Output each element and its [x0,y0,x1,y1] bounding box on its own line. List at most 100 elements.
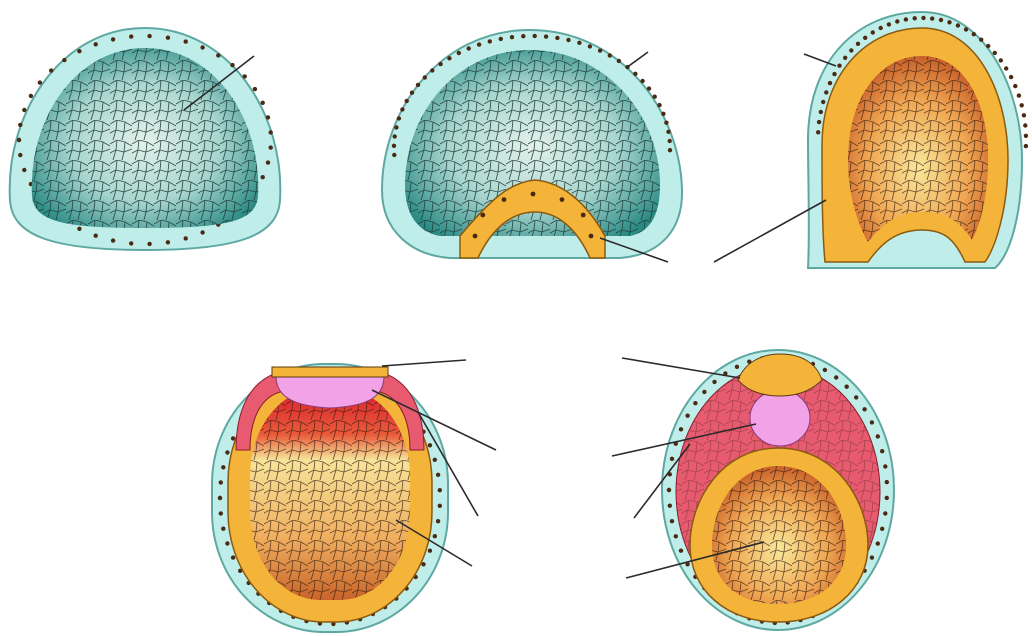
cell-nucleus [845,385,849,389]
cell-nucleus [824,90,828,94]
cell-nucleus [843,56,847,60]
cell-nucleus [956,23,960,27]
cell-nucleus [679,427,683,431]
cell-nucleus [38,80,42,84]
cell-nucleus [129,34,133,38]
cell-nucleus [62,58,66,62]
cell-nucleus [979,38,983,42]
cell-nucleus [129,241,133,245]
cell-nucleus [510,35,514,39]
cell-nucleus [679,549,683,553]
cell-nucleus [657,103,661,107]
cell-nucleus [77,227,81,231]
cell-nucleus [560,197,565,202]
cell-nucleus [1023,123,1027,127]
cell-nucleus [1004,66,1008,70]
cell-nucleus [77,49,81,53]
stage-neurula-section [612,350,894,630]
cell-nucleus [22,108,26,112]
cell-nucleus [921,16,925,20]
cell-nucleus [111,37,115,41]
cell-nucleus [972,32,976,36]
cell-nucleus [221,527,225,531]
cell-nucleus [438,62,442,66]
cell-nucleus [1024,144,1028,148]
cell-nucleus [266,115,270,119]
cell-nucleus [430,68,434,72]
stage-gastrula [714,12,1028,268]
cell-nucleus [823,368,827,372]
cell-nucleus [488,39,492,43]
cell-nucleus [939,18,943,22]
cell-nucleus [999,58,1003,62]
cell-nucleus [880,449,884,453]
cell-nucleus [433,458,437,462]
cell-nucleus [674,534,678,538]
cell-nucleus [817,120,821,124]
cell-nucleus [668,504,672,508]
cell-nucleus [447,56,451,60]
cell-nucleus [608,53,612,57]
cell-nucleus [633,72,637,76]
cell-nucleus [477,42,481,46]
leader-line [382,360,466,366]
cell-nucleus [856,42,860,46]
cell-nucleus [834,375,838,379]
cell-nucleus [819,110,823,114]
cell-nucleus [184,236,188,240]
cell-nucleus [883,511,887,515]
cell-nucleus [94,234,98,238]
cell-nucleus [184,39,188,43]
cell-nucleus [617,59,621,63]
cell-nucleus [499,37,503,41]
cell-nucleus [94,42,98,46]
cell-nucleus [870,420,874,424]
cell-nucleus [225,450,229,454]
cell-nucleus [887,22,891,26]
cell-nucleus [436,519,440,523]
cell-nucleus [1009,75,1013,79]
cell-nucleus [393,134,397,138]
cell-nucleus [261,101,265,105]
cell-nucleus [200,45,204,49]
leader-line [626,52,648,68]
stage-blastula [10,28,281,250]
cell-nucleus [147,242,151,246]
cell-nucleus [986,44,990,48]
cell-nucleus [261,175,265,179]
cell-nucleus [243,74,247,78]
cell-nucleus [18,123,22,127]
cell-nucleus [480,213,485,218]
cell-nucleus [947,20,951,24]
cell-nucleus [876,541,880,545]
cell-nucleus [423,75,427,79]
cell-nucleus [428,443,432,447]
cell-nucleus [1024,134,1028,138]
cell-nucleus [1020,103,1024,107]
cell-nucleus [1013,84,1017,88]
cell-nucleus [577,41,581,45]
cell-nucleus [555,36,559,40]
cell-nucleus [29,94,33,98]
cell-nucleus [735,365,739,369]
cell-nucleus [22,168,26,172]
cell-nucleus [269,145,273,149]
cell-nucleus [964,27,968,31]
cell-nucleus [854,395,858,399]
cell-nucleus [821,100,825,104]
cell-nucleus [880,527,884,531]
cell-nucleus [693,401,697,405]
cell-nucleus [668,139,672,143]
cell-nucleus [870,555,874,559]
cell-nucleus [225,541,229,545]
cell-nucleus [666,130,670,134]
cell-nucleus [166,36,170,40]
cell-nucleus [832,72,836,76]
cell-nucleus [219,511,223,515]
cell-nucleus [200,230,204,234]
cell-nucleus [670,519,674,523]
cell-nucleus [147,34,151,38]
cell-nucleus [544,34,548,38]
cell-nucleus [467,46,471,50]
